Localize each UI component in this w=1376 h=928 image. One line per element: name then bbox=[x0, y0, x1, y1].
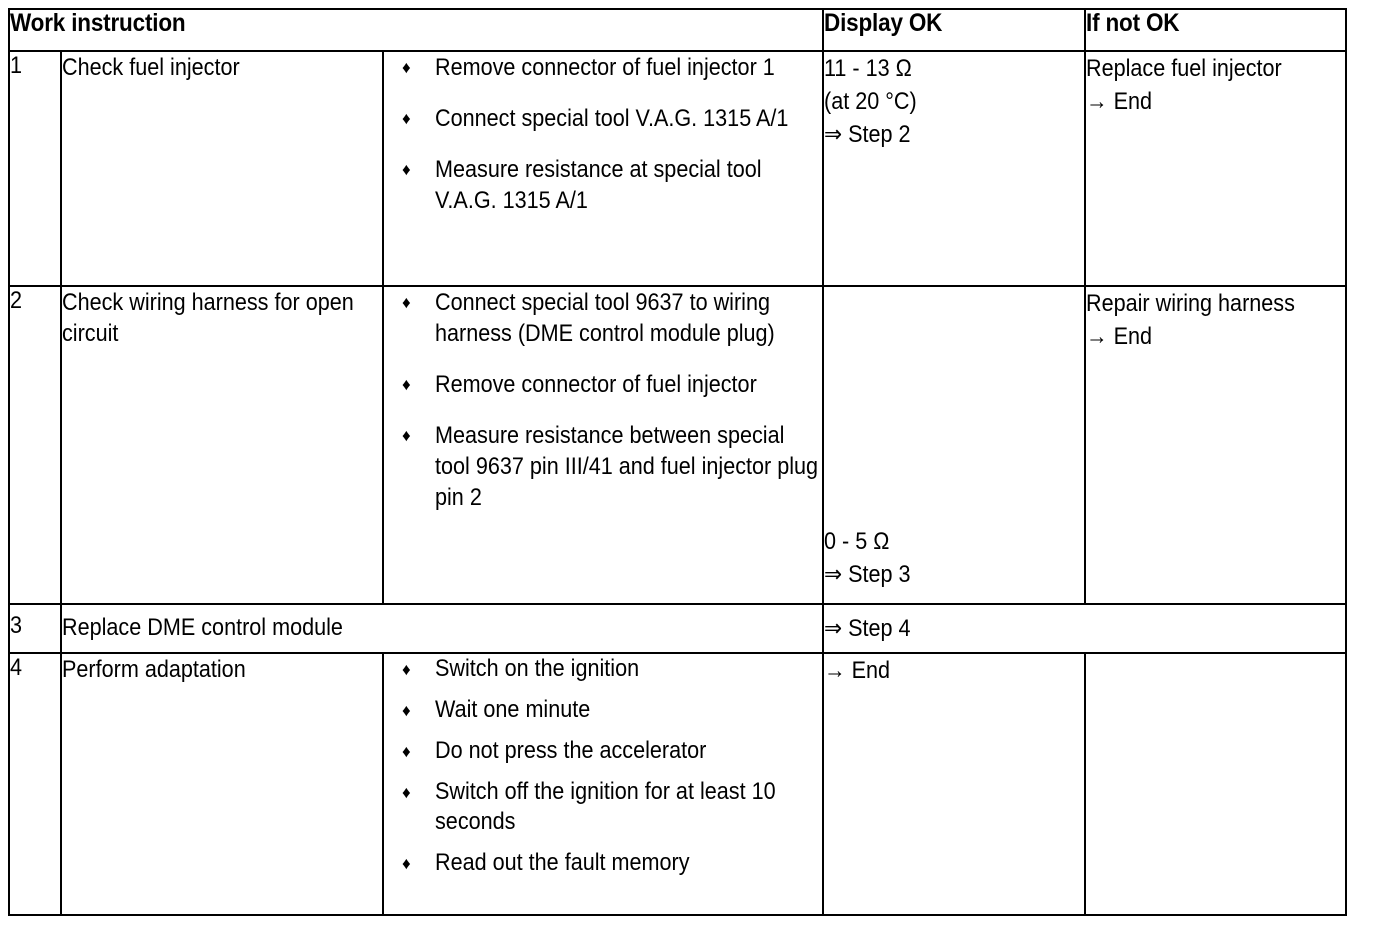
if-not-ok-action: Replace fuel injector → End bbox=[1084, 50, 1347, 287]
diamond-bullet-icon: ♦ bbox=[402, 660, 411, 679]
step-task: Replace DME control module bbox=[60, 603, 824, 654]
header-row: Work instruction Display OK If not OK bbox=[8, 8, 1347, 52]
display-ok-next-step: ⇒ Step 4 bbox=[824, 615, 911, 642]
if-not-ok-action: Repair wiring harness → End bbox=[1084, 285, 1347, 605]
diamond-bullet-icon: ♦ bbox=[402, 701, 411, 720]
diamond-bullet-icon: ♦ bbox=[402, 375, 411, 394]
list-item: ♦ Wait one minute bbox=[384, 695, 822, 725]
display-ok-line: 11 - 13 Ω bbox=[824, 55, 912, 82]
list-item: ♦ Remove connector of fuel injector 1 bbox=[402, 54, 775, 81]
step-task: Perform adaptation bbox=[60, 652, 384, 916]
display-ok-next-step: → End bbox=[824, 657, 891, 684]
if-not-ok-action bbox=[1084, 652, 1347, 916]
step-detail-list: ♦ Switch on the ignition ♦ Wait one minu… bbox=[382, 652, 824, 916]
column-header-if-not-ok: If not OK bbox=[1084, 8, 1347, 52]
if-not-ok-next-step: → End bbox=[1086, 88, 1153, 115]
display-ok-value: 0 - 5 Ω ⇒ Step 3 bbox=[822, 285, 1086, 605]
column-header-work-instruction: Work instruction bbox=[8, 8, 824, 52]
display-ok-value: → End bbox=[822, 652, 1086, 916]
list-item: ♦ Measure resistance at special tool V.A… bbox=[402, 156, 762, 214]
step-task: Check wiring harness for open circuit bbox=[60, 285, 384, 605]
display-ok-next-step: ⇒ Step 3 bbox=[824, 561, 911, 588]
diamond-bullet-icon: ♦ bbox=[402, 742, 411, 761]
display-ok-next-step: ⇒ Step 2 bbox=[824, 121, 911, 148]
bullet-list: ♦ Connect special tool 9637 to wiring ha… bbox=[384, 287, 822, 513]
table-row: 3 Replace DME control module ⇒ Step 4 bbox=[8, 603, 1347, 654]
table-body: 1 Check fuel injector ♦ Remove connector… bbox=[8, 50, 1347, 916]
if-not-ok-line: Replace fuel injector bbox=[1086, 55, 1282, 82]
if-not-ok-next-step: → End bbox=[1086, 323, 1153, 350]
diamond-bullet-icon: ♦ bbox=[402, 854, 411, 873]
display-ok-value: ⇒ Step 4 bbox=[822, 603, 1347, 654]
diamond-bullet-icon: ♦ bbox=[402, 109, 411, 128]
list-item: ♦ Remove connector of fuel injector bbox=[402, 371, 757, 398]
step-number: 2 bbox=[8, 285, 62, 605]
display-ok-line: (at 20 °C) bbox=[824, 88, 917, 115]
list-item: ♦ Switch on the ignition bbox=[384, 654, 822, 684]
table-header: Work instruction Display OK If not OK bbox=[8, 8, 1347, 52]
if-not-ok-line: Repair wiring harness bbox=[1086, 290, 1295, 317]
table-row: 2 Check wiring harness for open circuit … bbox=[8, 285, 1347, 605]
step-detail-list: ♦ Remove connector of fuel injector 1 ♦ … bbox=[382, 50, 824, 287]
step-number: 4 bbox=[8, 652, 62, 916]
list-item: ♦ Measure resistance between special too… bbox=[402, 422, 819, 511]
work-instruction-table: Work instruction Display OK If not OK 1 … bbox=[8, 8, 1347, 916]
diamond-bullet-icon: ♦ bbox=[402, 426, 411, 445]
bullet-list: ♦ Switch on the ignition ♦ Wait one minu… bbox=[384, 654, 822, 878]
diamond-bullet-icon: ♦ bbox=[402, 160, 411, 179]
diamond-bullet-icon: ♦ bbox=[402, 293, 411, 312]
table-row: 1 Check fuel injector ♦ Remove connector… bbox=[8, 50, 1347, 287]
diamond-bullet-icon: ♦ bbox=[402, 58, 411, 77]
column-header-display-ok: Display OK bbox=[822, 8, 1086, 52]
list-item: ♦ Connect special tool V.A.G. 1315 A/1 bbox=[402, 105, 789, 132]
step-detail-list: ♦ Connect special tool 9637 to wiring ha… bbox=[382, 285, 824, 605]
display-ok-value: 11 - 13 Ω (at 20 °C) ⇒ Step 2 bbox=[822, 50, 1086, 287]
bullet-list: ♦ Remove connector of fuel injector 1 ♦ … bbox=[384, 52, 822, 216]
table-row: 4 Perform adaptation ♦ Switch on the ign… bbox=[8, 652, 1347, 916]
step-number: 1 bbox=[8, 50, 62, 287]
step-task: Check fuel injector bbox=[60, 50, 384, 287]
list-item: ♦ Read out the fault memory bbox=[384, 848, 822, 878]
diamond-bullet-icon: ♦ bbox=[402, 783, 411, 802]
step-number: 3 bbox=[8, 603, 62, 654]
list-item: ♦ Switch off the ignition for at least 1… bbox=[402, 778, 776, 835]
list-item: ♦ Connect special tool 9637 to wiring ha… bbox=[402, 289, 775, 347]
display-ok-line: 0 - 5 Ω bbox=[824, 528, 890, 555]
list-item: ♦ Do not press the accelerator bbox=[384, 736, 822, 766]
